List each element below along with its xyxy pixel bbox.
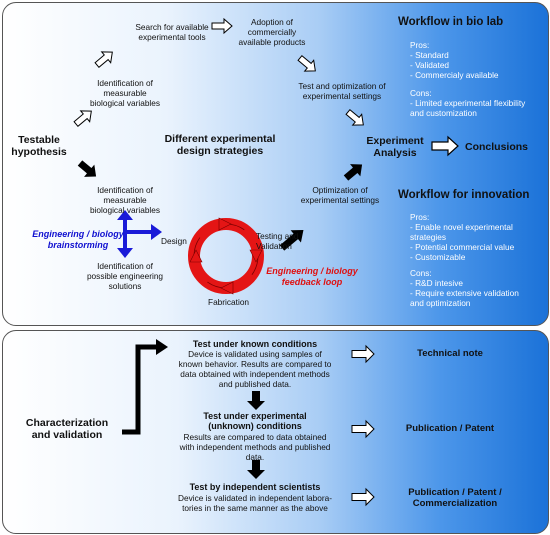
unknown-conditions-title: Test under experimental (unknown) condit… (203, 411, 307, 431)
workflow-bio-lab-title: Workflow in bio lab (398, 16, 504, 28)
workflow-innovation-title: Workflow for innovation (398, 189, 530, 201)
independent-scientists-title: Test by independent scientists (189, 482, 321, 492)
workflow-innovation-cons: Cons: - R&D intesive - Require extensive… (410, 268, 519, 308)
testable-hypothesis-label: Testable hypothesis (11, 134, 67, 158)
black-arrow-testing (279, 230, 304, 251)
brainstorming-label: Engineering / biology brainstorming (32, 229, 124, 250)
known-conditions-desc: Device is validated using samples of kno… (178, 349, 332, 389)
identification-variables-top: Identification of measurable biological … (89, 78, 161, 108)
hollow-arrow-down-2 (345, 108, 364, 126)
testing-validation-label: Testing and Validation (256, 231, 299, 251)
characterization-panel (2, 330, 549, 534)
test-optimization-label: Test and optimization of experimental se… (298, 81, 386, 101)
publication-commercial-label: Publication / Patent / Commercialization (408, 487, 502, 509)
publication-patent-label: Publication / Patent (405, 423, 495, 434)
fabrication-label: Fabrication (208, 297, 250, 307)
workflow-innovation-pros: Pros: - Enable novel experimental strate… (410, 212, 515, 262)
workflow-bio-lab-pros: Pros: - Standard - Validated - Commercia… (410, 40, 499, 80)
optimization-settings-label: Optimization of experimental settings (300, 185, 380, 205)
strategies-label: Different experimental design strategies (164, 133, 276, 157)
workflow-bio-lab-cons: Cons: - Limited experimental flexibility… (410, 88, 526, 118)
hollow-arrow-conclusions (431, 135, 459, 157)
feedback-loop-circle (188, 217, 264, 295)
experiment-analysis-label: Experiment Analysis (366, 135, 424, 159)
independent-scientists-desc: Device is validated in independent labor… (177, 493, 333, 513)
conclusions-label: Conclusions (465, 141, 529, 153)
search-tools-label: Search for available experimental tools (135, 22, 209, 42)
hollow-arrow-up-2 (94, 51, 113, 69)
brainstorming-cross-arrows (117, 210, 162, 258)
down-arrow-1 (247, 391, 265, 410)
feedback-loop-label: Engineering / biology feedback loop (266, 266, 358, 287)
hollow-arrow-commercial (351, 487, 375, 507)
hollow-arrow-publication (351, 419, 375, 439)
unknown-conditions-desc: Results are compared to data obtained wi… (179, 432, 331, 462)
innovation-workflow-panel (2, 2, 549, 326)
hollow-arrow-technical (351, 344, 375, 364)
adoption-label: Adoption of commercially available produ… (238, 17, 306, 47)
known-conditions-title: Test under known conditions (192, 339, 318, 349)
characterization-label: Characterization and validation (25, 417, 109, 441)
black-arrow-down (77, 160, 97, 177)
bracket-arrow (122, 339, 168, 435)
identification-variables-bottom: Identification of measurable biological … (89, 185, 161, 215)
black-arrow-up (343, 164, 363, 181)
hollow-arrow-down-1 (297, 54, 316, 72)
hollow-arrow-up-1 (73, 110, 92, 128)
design-label: Design (161, 236, 187, 246)
down-arrow-2 (247, 460, 265, 479)
technical-note-label: Technical note (417, 348, 483, 359)
engineering-solutions-label: Identification of possible engineering s… (86, 261, 164, 291)
hollow-arrow-right-1 (211, 17, 233, 35)
